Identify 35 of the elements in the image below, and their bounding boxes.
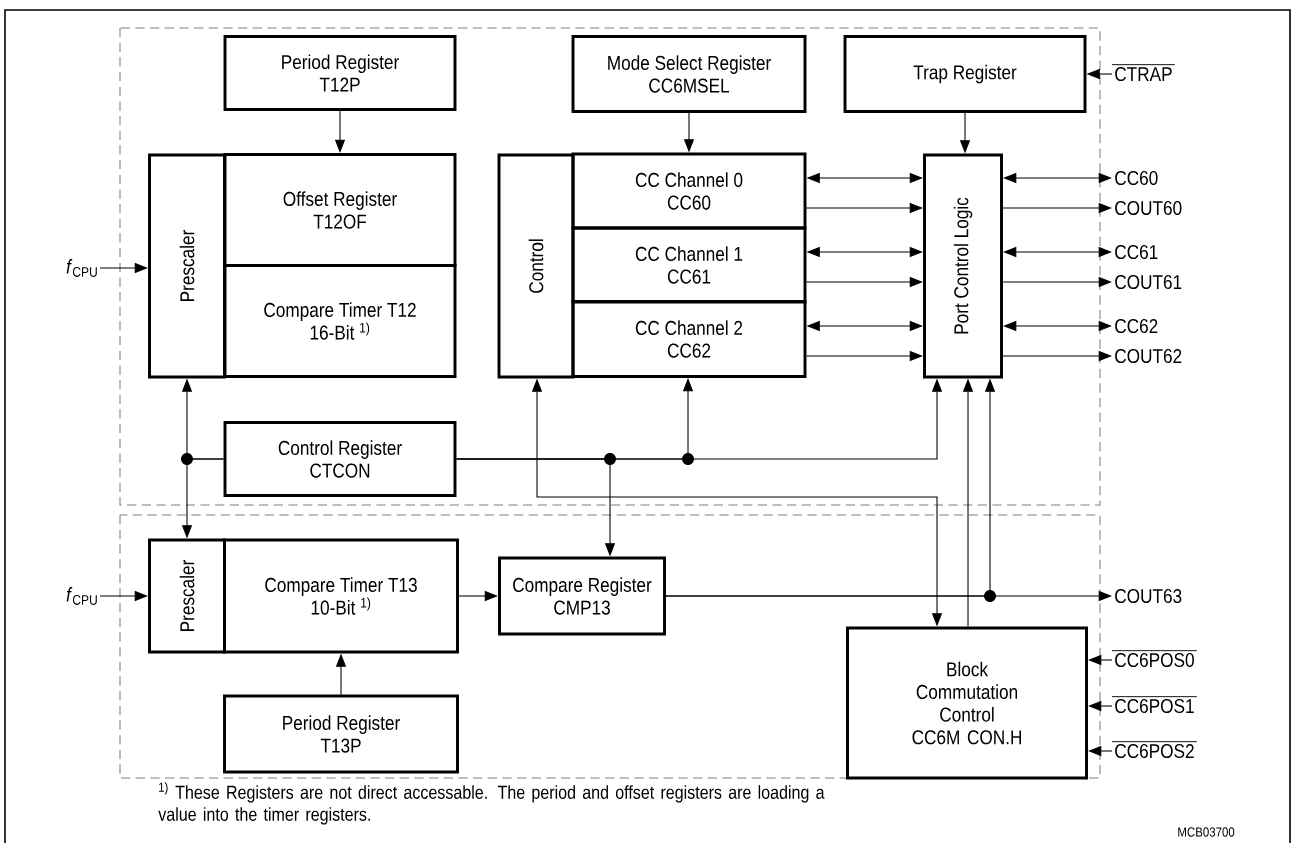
signal-label: COUT62 [1115,348,1182,364]
register-box: Period Register T12P [223,35,457,111]
signal-label: COUT60 [1115,200,1182,216]
register-box: Compare Timer T13 10-Bit $^{1)}$ [223,538,459,654]
arrow [1003,320,1112,332]
signal-label: CTRAP [1111,64,1176,82]
prescaler-box: Prescaler [148,538,226,654]
logic-box: Port Control Logic [923,153,1003,379]
prescaler-box: Prescaler [148,153,226,379]
arrow [1003,172,1112,184]
figure-id: MCB03700 [1178,827,1235,837]
control-unit-box: Block Commutation Control CC6M CON.H [846,626,1088,780]
register-box: Control Register CTCON [223,421,457,497]
signal-label: CC6POS1 [1111,696,1198,714]
clock-label: f$_{CPU}$ [66,587,97,605]
arrow [1003,246,1112,258]
footnote: $^{1)}$ These Registers are not direct accessable. The period and offset registers are loading a value into the timer registers. [158,782,825,825]
register-box: Offset Register T12OF [223,153,457,267]
signal-label: CC61 [1115,244,1158,260]
register-box: CC Channel 0 CC60 [571,152,807,230]
signal-label: CC6POS0 [1111,650,1198,668]
signal-label: CC62 [1115,318,1158,334]
signal-label: COUT63 [1115,588,1182,604]
control-box: Control [497,153,575,379]
register-box: Compare Register CMP13 [498,556,666,636]
register-box: CC Channel 1 CC61 [571,226,807,304]
clock-label: f$_{CPU}$ [66,259,97,277]
register-box: Period Register T13P [223,694,459,774]
register-box: Trap Register [843,35,1087,113]
signal-label: CC6POS2 [1111,741,1198,759]
register-box: CC Channel 2 CC62 [571,300,807,378]
register-box: Compare Timer T12 16-Bit $^{1)}$ [223,264,457,378]
register-box: Mode Select Register CC6MSEL [571,35,807,113]
signal-label: CC60 [1115,170,1158,186]
signal-label: COUT61 [1115,274,1182,290]
